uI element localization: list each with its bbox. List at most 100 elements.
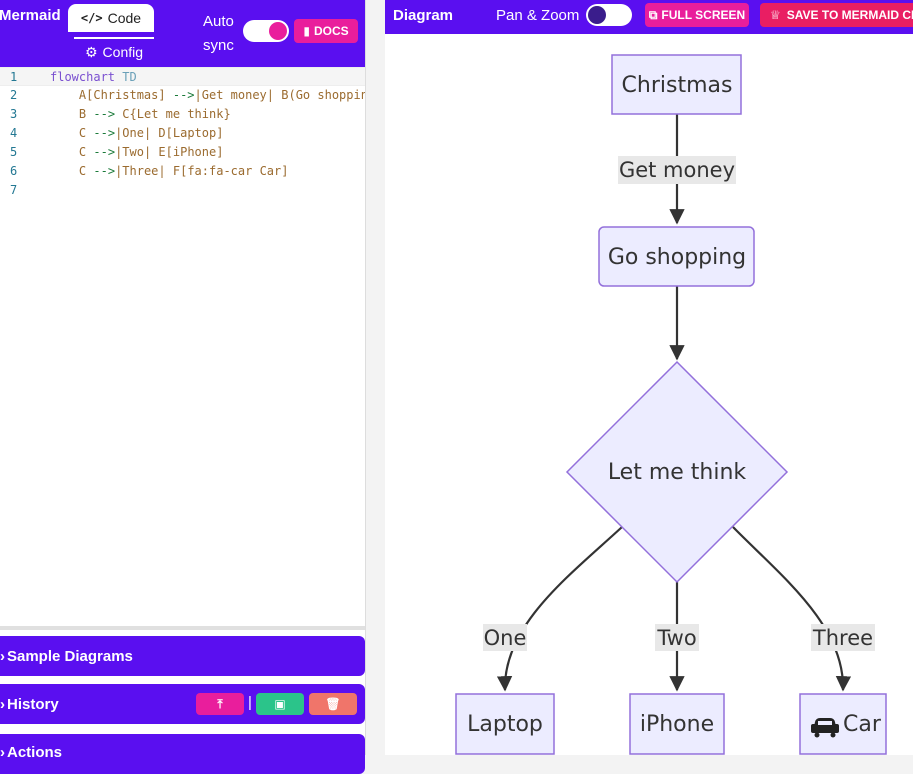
code-token	[50, 107, 79, 121]
line-number: 4	[10, 126, 18, 140]
diagram-title: Diagram	[393, 7, 454, 24]
autosync-label-line2: sync	[203, 37, 234, 54]
code-token: -->	[93, 126, 116, 140]
line-number: 1	[10, 70, 18, 84]
trash-icon: 🗑	[325, 697, 341, 711]
autosync-label: Auto sync	[203, 10, 234, 58]
code-token: F[fa:fa-car Car]	[172, 164, 289, 178]
code-token: E[iPhone]	[158, 145, 224, 159]
external-link-icon: ⧉	[648, 7, 658, 22]
code-token: -->	[93, 107, 116, 121]
line-number: 5	[10, 145, 18, 159]
toggle-knob	[588, 6, 606, 24]
code-token: -->	[93, 145, 116, 159]
code-token: D[Laptop]	[158, 126, 224, 140]
history-panel[interactable]: › History ⤒ | ▣ 🗑	[0, 684, 365, 724]
docs-button[interactable]: ▮ DOCS	[294, 19, 358, 43]
panel-divider[interactable]	[0, 626, 365, 630]
sample-diagrams-label: Sample Diagrams	[7, 647, 133, 665]
editor-line[interactable]: 1 flowchart TD	[0, 67, 365, 86]
code-token	[50, 164, 79, 178]
actions-panel[interactable]: › Actions	[0, 734, 365, 774]
node-christmas-label: Christmas	[622, 73, 733, 98]
editor-pane: Mermaid </> Code ⚙ Config Auto sync ▮ DO…	[0, 0, 365, 774]
app-title: Mermaid	[0, 7, 61, 24]
code-token: |Three|	[115, 164, 166, 178]
car-icon	[811, 718, 839, 738]
upload-icon: ⤒	[217, 696, 223, 711]
editor-line[interactable]: 2 A[Christmas] -->|Get money| B(Go shopp…	[0, 86, 365, 105]
node-christmas[interactable]	[611, 54, 742, 115]
editor-line[interactable]: 4 C -->|One| D[Laptop]	[0, 124, 365, 143]
editor-line[interactable]: 7	[0, 181, 365, 200]
line-code: C -->|Three| F[fa:fa-car Car]	[50, 162, 289, 181]
edge-label-bg	[811, 624, 875, 651]
line-number: 2	[10, 88, 18, 102]
code-token: flowchart	[50, 70, 116, 84]
code-token	[50, 126, 79, 140]
code-token: TD	[122, 70, 137, 84]
code-token: B(Go shopping)	[281, 88, 365, 102]
mermaid-chart-icon: ♕	[770, 8, 781, 22]
tab-config-label: Config	[102, 44, 144, 60]
save-history-button[interactable]: ▣	[256, 693, 304, 715]
editor-toolbar: Mermaid </> Code ⚙ Config Auto sync ▮ DO…	[0, 0, 365, 67]
editor-line[interactable]: 6 C -->|Three| F[fa:fa-car Car]	[0, 162, 365, 181]
tab-code-label: Code	[107, 10, 142, 26]
full-screen-button[interactable]: ⧉ FULL SCREEN	[645, 3, 749, 27]
editor-line[interactable]: 5 C -->|Two| E[iPhone]	[0, 143, 365, 162]
node-laptop[interactable]	[455, 693, 555, 755]
tab-config[interactable]: ⚙ Config	[74, 37, 154, 65]
edge-label-get-money: Get money	[619, 158, 735, 182]
line-number: 3	[10, 107, 18, 121]
edge-think-laptop	[496, 526, 623, 692]
code-token: -->	[93, 164, 116, 178]
edge-label-three: Three	[812, 626, 873, 650]
code-token	[166, 164, 173, 178]
diagram-pane: Diagram Pan & Zoom ⧉ FULL SCREEN ♕ SAVE …	[385, 0, 913, 755]
separator: |	[248, 694, 252, 711]
line-number: 7	[10, 183, 18, 197]
node-let-me-think[interactable]	[565, 360, 789, 584]
line-number: 6	[10, 164, 18, 178]
edge-label-one: One	[484, 626, 527, 650]
chevron-right-icon: ›	[0, 647, 5, 665]
code-token	[50, 88, 79, 102]
tab-code[interactable]: </> Code	[68, 4, 154, 32]
edge-label-bg	[618, 156, 736, 184]
node-iphone-label: iPhone	[640, 712, 714, 737]
autosync-toggle[interactable]	[243, 20, 289, 42]
pan-zoom-label: Pan & Zoom	[496, 7, 580, 24]
delete-history-button[interactable]: 🗑	[309, 693, 357, 715]
code-token: |One|	[115, 126, 152, 140]
edge-label-bg	[483, 624, 527, 651]
edge-label-bg	[655, 624, 699, 651]
save-to-mermaid-chart-label: SAVE TO MERMAID CHART	[786, 8, 913, 22]
line-code: B --> C{Let me think}	[50, 105, 231, 124]
docs-label: DOCS	[313, 24, 349, 38]
pan-zoom-toggle[interactable]	[586, 4, 632, 26]
code-token: B	[78, 107, 87, 121]
node-go-shopping[interactable]	[598, 226, 755, 287]
save-to-mermaid-chart-button[interactable]: ♕ SAVE TO MERMAID CHART	[760, 3, 913, 27]
line-code: flowchart TD	[50, 68, 137, 87]
code-token: |Get money|	[194, 88, 275, 102]
autosync-label-line1: Auto	[203, 13, 234, 30]
edge-think-car	[732, 526, 852, 692]
line-code: A[Christmas] -->|Get money| B(Go shoppin…	[50, 86, 365, 105]
code-token: C	[78, 126, 87, 140]
node-iphone[interactable]	[629, 693, 725, 755]
code-icon: </>	[80, 11, 103, 25]
editor-line[interactable]: 3 B --> C{Let me think}	[0, 105, 365, 124]
code-token: C{Let me think}	[122, 107, 231, 121]
toggle-knob	[269, 22, 287, 40]
code-token	[166, 88, 173, 102]
upload-button[interactable]: ⤒	[196, 693, 244, 715]
node-go-shopping-label: Go shopping	[608, 245, 746, 270]
splitter[interactable]	[365, 0, 385, 755]
chevron-right-icon: ›	[0, 695, 5, 713]
sample-diagrams-panel[interactable]: › Sample Diagrams	[0, 636, 365, 676]
node-car-label: Car	[843, 712, 882, 737]
save-icon: ▣	[274, 697, 286, 711]
